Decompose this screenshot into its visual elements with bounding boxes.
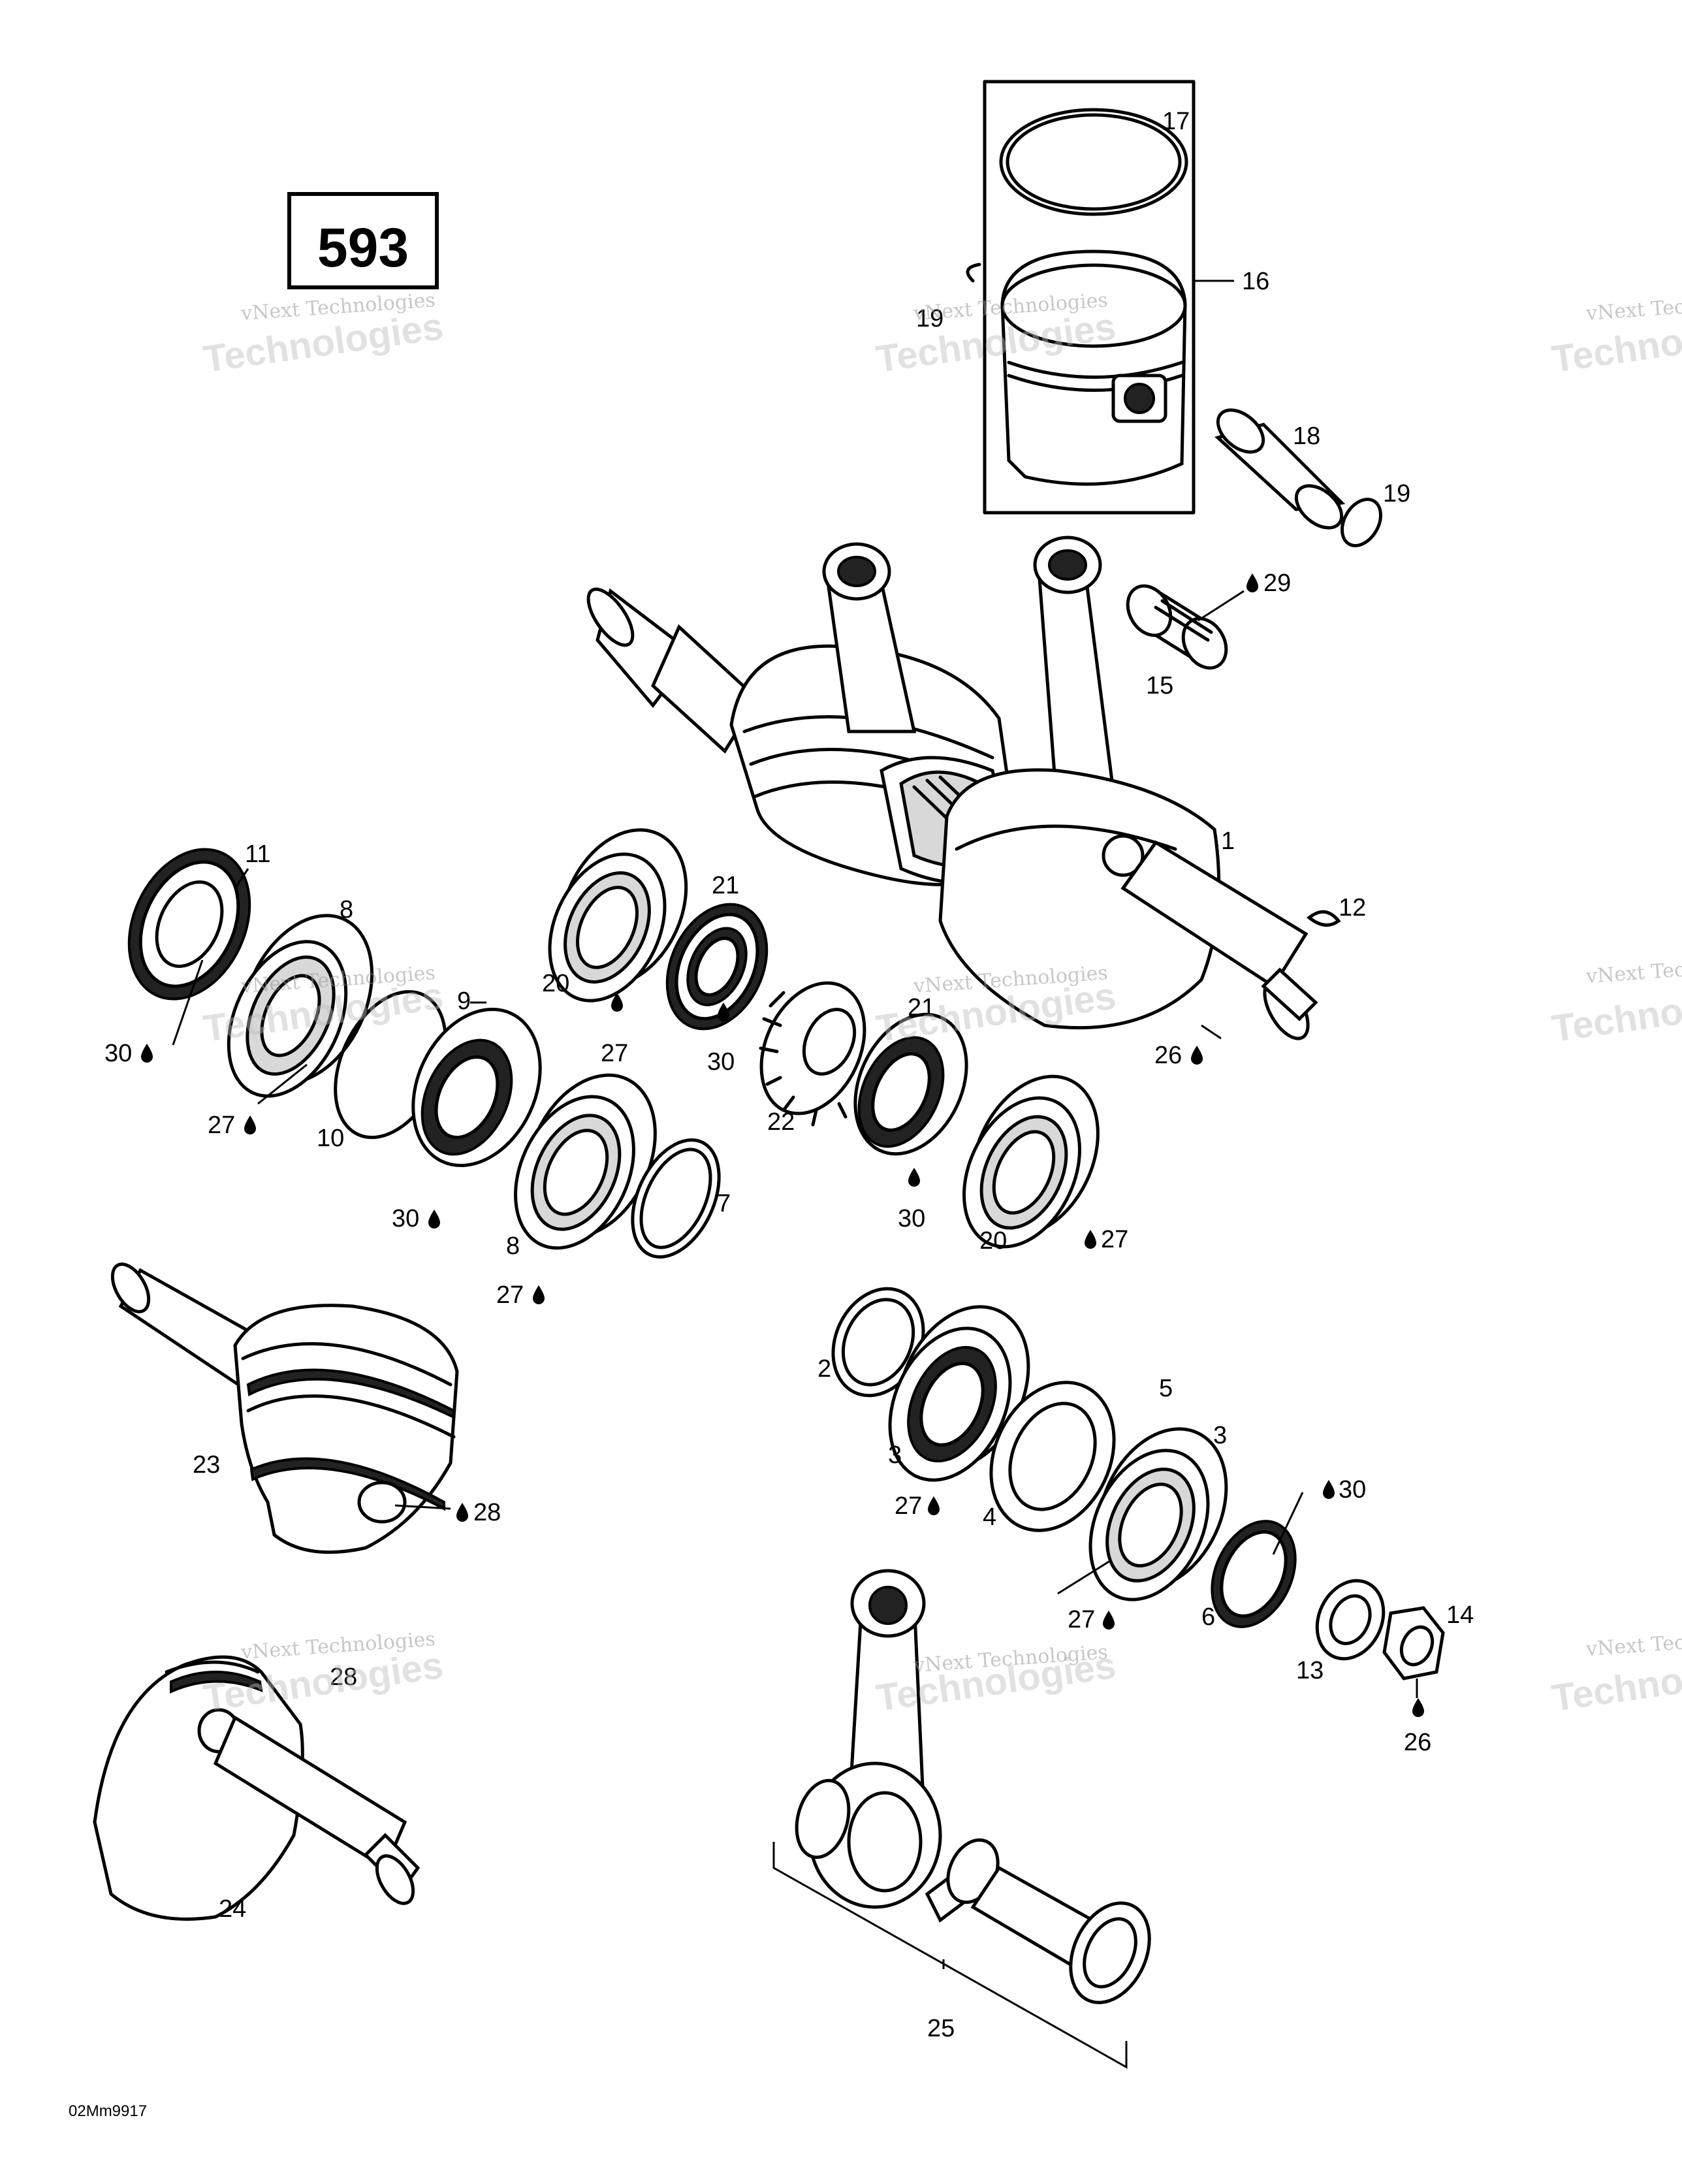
callout-10: 10 (317, 1125, 344, 1152)
callout-5: 5 (1159, 1375, 1173, 1402)
ball-bearing-8-upper (227, 914, 374, 1098)
callout-14: 14 (1446, 1601, 1474, 1629)
oil-drop-icon (718, 1003, 729, 1021)
callout-22: 22 (767, 1108, 795, 1136)
shim-7 (631, 1138, 721, 1259)
oil-drop-icon (611, 993, 623, 1012)
oil-seal-11 (127, 848, 251, 1001)
oil-drop-icons (141, 573, 1424, 1717)
shim-2 (831, 1287, 925, 1398)
oil-drop-icon (1103, 1611, 1115, 1630)
piston-ring (999, 108, 1188, 216)
circlip (1341, 498, 1382, 547)
callout-19a: 19 (916, 305, 944, 332)
oil-seal-9 (411, 1007, 542, 1168)
callout-17: 17 (1162, 108, 1190, 135)
callout-30e: 30 (1339, 1476, 1366, 1503)
callout-26b: 26 (1404, 1729, 1431, 1756)
oil-drop-icon (908, 1168, 920, 1187)
callout-9: 9 (457, 988, 471, 1015)
callout-24: 24 (219, 1895, 246, 1923)
callout-12: 12 (1339, 894, 1366, 922)
oil-drop-icon (244, 1116, 256, 1134)
oil-drop-icon (928, 1496, 940, 1515)
callout-20b: 20 (979, 1227, 1007, 1255)
engine-number: 593 (317, 217, 409, 278)
callout-28: 28 (473, 1499, 501, 1526)
oil-drop-icon (1191, 1046, 1203, 1065)
callout-8b: 8 (506, 1232, 520, 1260)
oil-drop-icon (456, 1503, 468, 1522)
callout-3b: 3 (1213, 1422, 1227, 1449)
callout-3a: 3 (888, 1441, 902, 1469)
callout-27e: 27 (895, 1492, 922, 1520)
crankshaft-half-23 (110, 1262, 459, 1554)
callout-27d: 27 (1101, 1226, 1128, 1253)
piston-kit (966, 80, 1234, 515)
oil-seal-21-lower (853, 1012, 968, 1156)
callout-25: 25 (927, 2015, 955, 2042)
piston-pin (1214, 408, 1382, 547)
callout-19b: 19 (1383, 480, 1410, 507)
engine-number-box: 593 (287, 192, 439, 289)
callout-1: 1 (1221, 827, 1235, 855)
oil-seal-21-upper (665, 903, 769, 1031)
crankshaft-half-24 (93, 1655, 420, 1921)
callout-18: 18 (1293, 423, 1320, 450)
callout-27b: 27 (601, 1040, 628, 1067)
callout-30d: 30 (898, 1205, 925, 1232)
callout-23: 23 (193, 1451, 220, 1479)
callout-16: 16 (1242, 268, 1269, 295)
oil-drop-icon (1085, 1230, 1096, 1249)
connecting-rod-kit-25 (772, 1569, 1151, 2069)
ball-bearing-3-lower (1088, 1427, 1228, 1601)
watermark: vNext Technologies (1585, 1624, 1682, 1661)
nut-14 (1382, 1606, 1445, 1680)
callout-30b: 30 (707, 1048, 735, 1076)
gear-22 (759, 981, 866, 1127)
callout-20a: 20 (542, 970, 569, 997)
callout-15: 15 (1146, 672, 1173, 699)
oil-drop-icon (428, 1210, 440, 1228)
callout-8a: 8 (340, 896, 353, 923)
ball-bearing-3-upper (888, 1305, 1030, 1482)
callout-28b: 28 (330, 1663, 357, 1691)
callout-2: 2 (817, 1355, 831, 1383)
oil-seal-6 (1211, 1520, 1297, 1628)
callout-30a: 30 (104, 1040, 132, 1067)
leader-lines (172, 590, 1418, 1698)
callout-27f: 27 (1068, 1606, 1095, 1633)
crankshaft-assembly (586, 536, 1318, 1040)
callouts: 1 2 3 3 4 5 6 7 8 8 9 10 11 12 13 14 15 … (104, 108, 1474, 2042)
oil-drop-icon (1412, 1698, 1424, 1717)
callout-13: 13 (1296, 1657, 1324, 1684)
callout-21a: 21 (712, 872, 739, 899)
ball-bearing-20-lower (962, 1074, 1100, 1249)
watermark: vNext Technologies (1585, 952, 1682, 988)
lock-washer-13 (1315, 1579, 1386, 1661)
callout-6: 6 (1201, 1603, 1215, 1631)
callout-21b: 21 (908, 994, 935, 1021)
callout-11: 11 (245, 841, 270, 868)
callout-29: 29 (1263, 570, 1291, 597)
oil-drop-icon (1246, 573, 1258, 592)
shim-4-5 (989, 1381, 1116, 1532)
callout-4: 4 (983, 1503, 996, 1531)
woodruff-key-12 (1306, 910, 1341, 927)
callout-7: 7 (717, 1190, 731, 1217)
needle-bearing-top (1126, 584, 1228, 670)
oil-drop-icon (141, 1044, 153, 1063)
callout-27c: 27 (496, 1281, 524, 1309)
oil-drop-icon (1323, 1480, 1335, 1499)
ball-bearing-8-lower (514, 1073, 657, 1250)
watermark: vNext Technologies (1585, 289, 1682, 325)
callout-27a: 27 (208, 1112, 235, 1139)
callout-30c: 30 (392, 1205, 419, 1232)
callout-26a: 26 (1154, 1042, 1182, 1069)
ball-bearing-20-upper (548, 828, 688, 1003)
oil-drop-icon (533, 1285, 545, 1304)
figure-code: 02Mm9917 (69, 2102, 147, 2120)
